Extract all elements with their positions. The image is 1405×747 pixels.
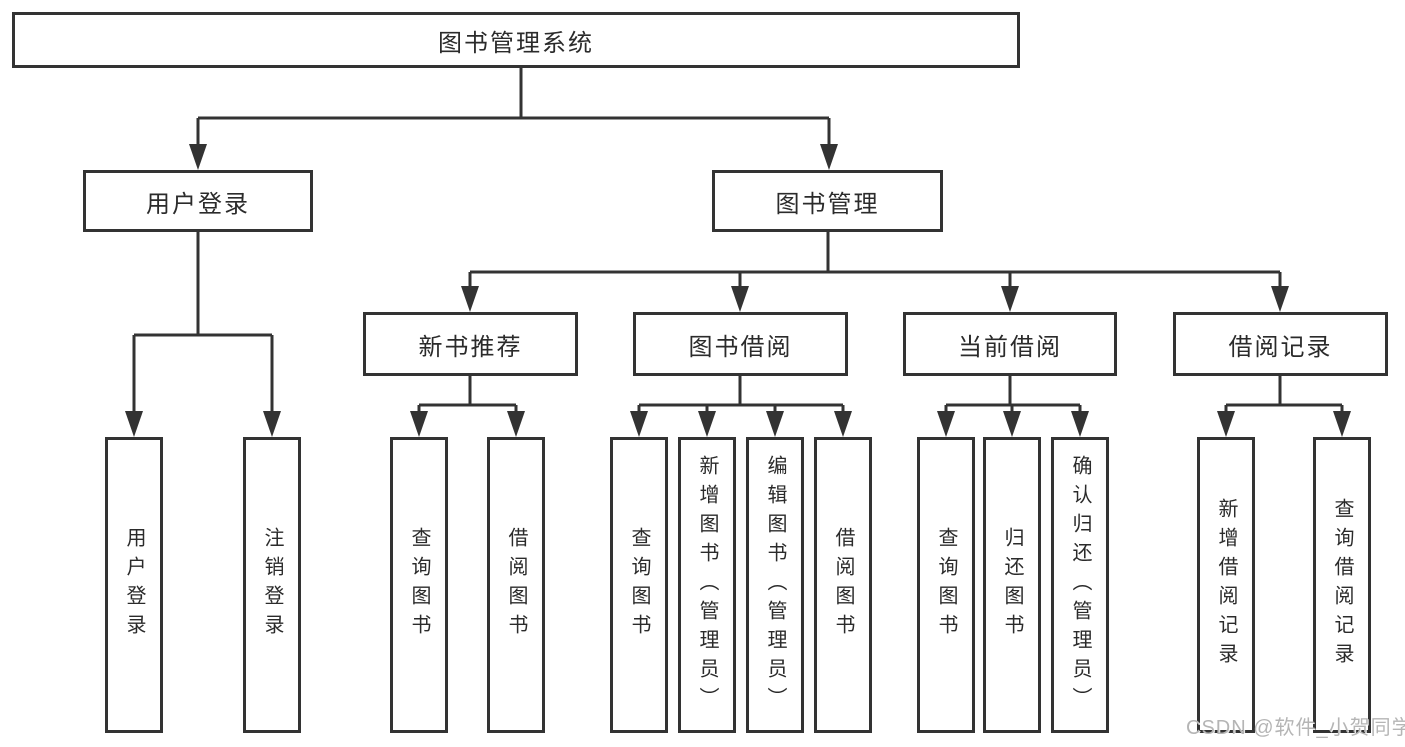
node-borrowing-records-label: 借阅记录 [1228,333,1333,361]
leaf-query-borrow-record-label: 查询借阅记录 [1331,498,1353,672]
leaf-user-login-label: 用户登录 [123,527,145,643]
leaf-add-book-admin-label: 新增图书（管理员） [696,454,718,716]
leaf-user-login: 用户登录 [105,437,163,733]
node-current-borrowing-label: 当前借阅 [958,333,1062,361]
leaf-confirm-return-admin: 确认归还（管理员） [1051,437,1109,733]
leaf-add-borrow-record: 新增借阅记录 [1197,437,1255,733]
leaf-logout-label: 注销登录 [261,527,283,643]
node-user-login-label: 用户登录 [146,190,250,218]
leaf-query-books-borrowing: 查询图书 [610,437,668,733]
leaf-confirm-return-admin-label: 确认归还（管理员） [1069,454,1091,716]
node-current-borrowing: 当前借阅 [903,312,1117,376]
watermark: CSDN @软件_小贺同学 [1186,717,1405,739]
leaf-query-borrow-record: 查询借阅记录 [1313,437,1371,733]
leaf-borrow-books-label: 借阅图书 [832,527,854,643]
leaf-borrow-books-recommend: 借阅图书 [487,437,545,733]
node-root: 图书管理系统 [12,12,1020,68]
leaf-add-book-admin: 新增图书（管理员） [678,437,736,733]
leaf-borrow-books: 借阅图书 [814,437,872,733]
node-book-management: 图书管理 [712,170,943,232]
leaf-borrow-books-recommend-label: 借阅图书 [505,527,527,643]
node-book-management-label: 图书管理 [775,190,880,218]
tree-edges [132,68,1344,414]
node-new-book-recommend: 新书推荐 [363,312,578,376]
leaf-query-books-borrowing-label: 查询图书 [628,527,650,643]
leaf-edit-book-admin-label: 编辑图书（管理员） [764,454,786,716]
leaf-query-books-current-label: 查询图书 [935,527,957,643]
leaf-add-borrow-record-label: 新增借阅记录 [1215,498,1237,672]
leaf-edit-book-admin: 编辑图书（管理员） [746,437,804,733]
leaf-query-books-recommend-label: 查询图书 [408,527,430,643]
arrow-down-icons [125,144,1351,437]
leaf-query-books-current: 查询图书 [917,437,975,733]
leaf-query-books-recommend: 查询图书 [390,437,448,733]
node-user-login: 用户登录 [83,170,313,232]
node-root-label: 图书管理系统 [438,29,594,57]
leaf-return-book-label: 归还图书 [1001,527,1023,643]
node-new-book-recommend-label: 新书推荐 [418,333,523,361]
leaf-return-book: 归还图书 [983,437,1041,733]
node-book-borrowing-label: 图书借阅 [688,333,793,361]
leaf-logout: 注销登录 [243,437,301,733]
node-book-borrowing: 图书借阅 [633,312,848,376]
node-borrowing-records: 借阅记录 [1173,312,1388,376]
